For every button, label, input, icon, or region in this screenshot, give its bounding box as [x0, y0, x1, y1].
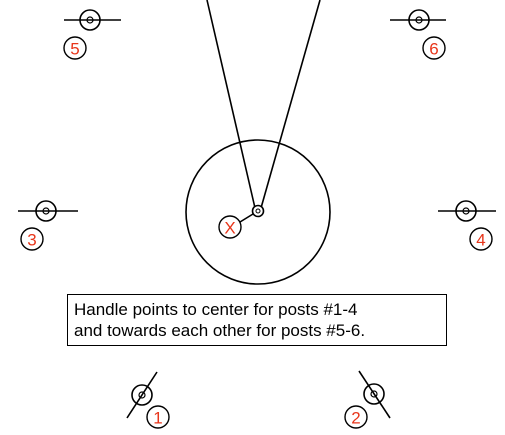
post-5-number: 5 [70, 40, 79, 59]
post-5 [64, 9, 121, 31]
note-line-2: and towards each other for posts #5-6. [74, 321, 366, 340]
post-1-number: 1 [153, 409, 162, 428]
instruction-note: Handle points to center for posts #1-4 a… [67, 294, 447, 346]
guide-line-left [206, 0, 256, 209]
post-4-label: 4 [469, 227, 493, 251]
post-6-number: 6 [429, 40, 438, 59]
post-3 [18, 200, 78, 222]
center-label: X [218, 215, 242, 239]
center-circle [185, 139, 331, 285]
post-3-number: 3 [27, 231, 36, 250]
guide-line-right [260, 0, 321, 209]
post-2-label: 2 [344, 405, 368, 429]
center-label-text: X [224, 219, 235, 238]
post-6-label: 6 [422, 36, 446, 60]
post-1-label: 1 [146, 405, 170, 429]
post-4-number: 4 [476, 231, 485, 250]
post-5-label: 5 [63, 36, 87, 60]
post-6 [390, 9, 446, 31]
note-line-1: Handle points to center for posts #1-4 [74, 300, 358, 319]
post-1 [126, 371, 158, 419]
post-3-label: 3 [20, 227, 44, 251]
post-2 [358, 370, 391, 419]
post-2-number: 2 [351, 409, 360, 428]
center-post [239, 204, 265, 223]
post-4 [438, 200, 496, 222]
